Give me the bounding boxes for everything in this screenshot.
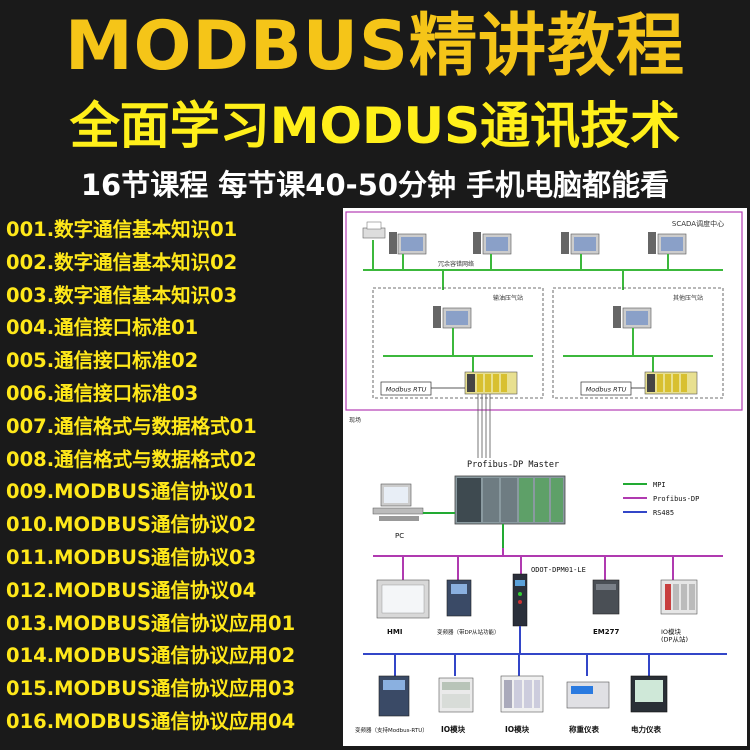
lesson-item[interactable]: 011.MODBUS通信协议03 [6,545,257,569]
plc-rack-icon [644,371,698,395]
master-label: Profibus-DP Master [467,460,559,470]
lesson-item[interactable]: 014.MODBUS通信协议应用02 [6,644,296,668]
modbus-rtu-box [580,381,632,396]
em277-label: EM277 [593,628,619,636]
scada-frame [345,211,743,411]
pc-label: PC [395,532,404,540]
network-label: 冗余容错网络 [438,260,474,268]
station-box-right [552,287,724,399]
workstation-icon [433,306,472,329]
scada-label: SCADA调度中心 [672,219,724,228]
legend-rs485: RS485 [653,509,674,517]
io-module-icon [438,677,474,713]
modbus-rtu-box [380,381,432,396]
modbus-rtu-label: Modbus RTU [586,386,627,394]
station-right-label: 其他压气站 [673,294,703,302]
field-label: 现场 [349,416,361,424]
vfd-icon [446,579,472,617]
gateway-icon [512,573,528,627]
workstation-icon [389,232,427,255]
scale-meter-icon [566,681,610,709]
workstation-icon [561,232,600,255]
legend-profibus: Profibus-DP [653,495,699,503]
power-meter-icon [630,675,668,713]
vfd-rtu-label: 变频器（支持Modbus-RTU） [355,726,428,734]
vfd-icon [378,675,410,717]
station-network-bus [383,328,713,373]
station-box-left [372,287,544,399]
hmi-icon [376,579,430,619]
lesson-item[interactable]: 012.MODBUS通信协议04 [6,578,257,602]
io2-label: IO模块 [505,724,530,734]
lesson-item[interactable]: 010.MODBUS通信协议02 [6,513,257,537]
power-label: 电力仪表 [631,724,661,734]
plc-rack-icon [464,371,518,395]
rs485-bus [363,626,727,676]
workstation-icon [613,306,652,329]
em277-icon [592,579,620,615]
lesson-item[interactable]: 002.数字通信基本知识02 [6,250,238,274]
lesson-list: 001.数字通信基本知识01 002.数字通信基本知识02 003.数字通信基本… [6,214,338,739]
workstation-icon [648,232,687,255]
lesson-item[interactable]: 005.通信接口标准02 [6,349,199,373]
lesson-item[interactable]: 003.数字通信基本知识03 [6,283,238,307]
plc-master-icon [454,475,566,525]
hmi-label: HMI [387,628,402,636]
network-diagram: SCADA调度中心 冗余容错网络 输油压气站 其他压气站 [343,208,747,746]
station-left-label: 输油压气站 [493,294,523,302]
diagram-canvas: SCADA调度中心 冗余容错网络 输油压气站 其他压气站 [345,211,743,734]
io-module-icon [660,579,698,615]
lesson-item[interactable]: 013.MODBUS通信协议应用01 [6,611,296,635]
lesson-item[interactable]: 009.MODBUS通信协议01 [6,480,257,504]
scale-label: 称重仪表 [569,724,599,734]
main-title: MODBUS精讲教程 [65,7,685,86]
lesson-item[interactable]: 006.通信接口标准03 [6,381,199,405]
vfd-dp-label: 变频器（带DP从站功能） [437,628,500,636]
lesson-item[interactable]: 001.数字通信基本知识01 [6,218,238,241]
io1-label: IO模块 [441,724,466,734]
scada-network-bus [363,240,723,290]
lesson-item[interactable]: 004.通信接口标准01 [6,316,199,340]
legend-mpi: MPI [653,481,666,489]
dpm-label: ODOT-DPM01-LE [531,566,586,574]
io-module-icon [500,675,544,713]
lesson-item[interactable]: 016.MODBUS通信协议应用04 [6,709,296,733]
legend: MPI Profibus-DP RS485 [623,481,699,517]
field-links [477,394,491,458]
lesson-item[interactable]: 007.通信格式与数据格式01 [6,414,257,438]
subtitle: 全面学习MODUS通讯技术 [69,97,681,155]
io-dp-label: IO模块(DP从站) [661,627,688,643]
course-info: 16节课程 每节课40-50分钟 手机电脑都能看 [80,168,670,202]
profibus-bus [373,548,723,580]
lesson-item[interactable]: 008.通信格式与数据格式02 [6,447,257,471]
lesson-item[interactable]: 015.MODBUS通信协议应用03 [6,677,296,701]
modbus-rtu-label: Modbus RTU [386,386,427,394]
printer-icon [362,221,386,239]
pc-icon [372,483,424,521]
workstation-icon [473,232,512,255]
